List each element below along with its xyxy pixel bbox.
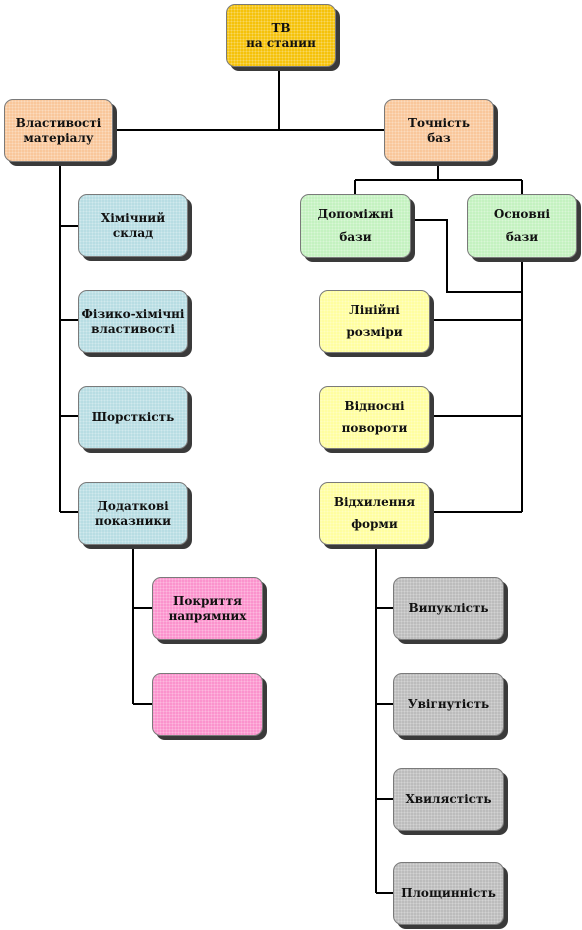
- node-accuracy-line1: Точність: [408, 115, 470, 130]
- node-physchem-properties: Фізико-хімічні властивості: [78, 290, 188, 353]
- node-base-accuracy: Точність баз: [384, 99, 494, 162]
- node-coating-line1: Покриття: [172, 593, 243, 608]
- node-rotations-line1: Відносні: [344, 398, 405, 413]
- connector-auxiliary-elbow: [411, 219, 522, 293]
- node-additional-indicators: Додаткові показники: [78, 482, 188, 545]
- node-form-line2: форми: [351, 517, 398, 532]
- node-additional-line2: показники: [94, 513, 172, 528]
- node-coating-line2: напрямних: [168, 608, 247, 623]
- node-roughness-line1: Шорсткість: [91, 410, 175, 424]
- node-convexity: Випуклість: [393, 577, 504, 640]
- node-chemical-composition: Хімічний склад: [78, 194, 188, 257]
- node-roughness: Шорсткість: [78, 386, 188, 449]
- node-material-line2: матеріалу: [23, 130, 94, 145]
- node-form-line1: Відхилення: [333, 494, 416, 509]
- node-linear-line1: Лінійні: [349, 302, 400, 317]
- node-material-line1: Властивості: [15, 115, 102, 130]
- node-main-bases: Основні бази: [467, 194, 577, 258]
- node-empty-pink: [152, 673, 263, 736]
- node-linear-line2: розміри: [346, 325, 403, 340]
- node-root-line1: ТВ: [271, 20, 291, 35]
- node-physchem-line1: Фізико-хімічні: [81, 306, 185, 321]
- node-relative-rotations: Відносні повороти: [319, 386, 430, 449]
- node-material-properties: Властивості матеріалу: [4, 99, 113, 162]
- node-flatness-line1: Площинність: [401, 886, 496, 900]
- node-physchem-line2: властивості: [91, 321, 175, 336]
- node-linear-dimensions: Лінійні розміри: [319, 290, 430, 353]
- node-auxiliary-line2: бази: [339, 230, 372, 244]
- node-guide-coating: Покриття напрямних: [152, 577, 263, 640]
- node-accuracy-line2: баз: [427, 130, 451, 145]
- node-waviness: Хвилястість: [393, 768, 504, 831]
- node-waviness-line1: Хвилястість: [405, 792, 492, 806]
- node-root: ТВ на станин: [226, 4, 336, 67]
- node-additional-line1: Додаткові: [97, 498, 169, 513]
- node-rotations-line2: повороти: [341, 421, 408, 436]
- node-flatness: Площинність: [393, 862, 504, 925]
- node-auxiliary-line1: Допоміжні: [317, 207, 394, 221]
- node-auxiliary-bases: Допоміжні бази: [300, 194, 411, 258]
- node-concavity: Увігнутість: [393, 673, 504, 736]
- node-main-line2: бази: [505, 230, 539, 244]
- node-chemical-line1: Хімічний: [100, 210, 166, 225]
- node-chemical-line2: склад: [112, 225, 154, 240]
- node-main-line1: Основні: [493, 207, 551, 221]
- node-convexity-line1: Випуклість: [408, 601, 489, 615]
- node-form-deviation: Відхилення форми: [319, 482, 430, 545]
- node-root-line2: на станин: [246, 35, 316, 50]
- node-concavity-line1: Увігнутість: [407, 697, 490, 711]
